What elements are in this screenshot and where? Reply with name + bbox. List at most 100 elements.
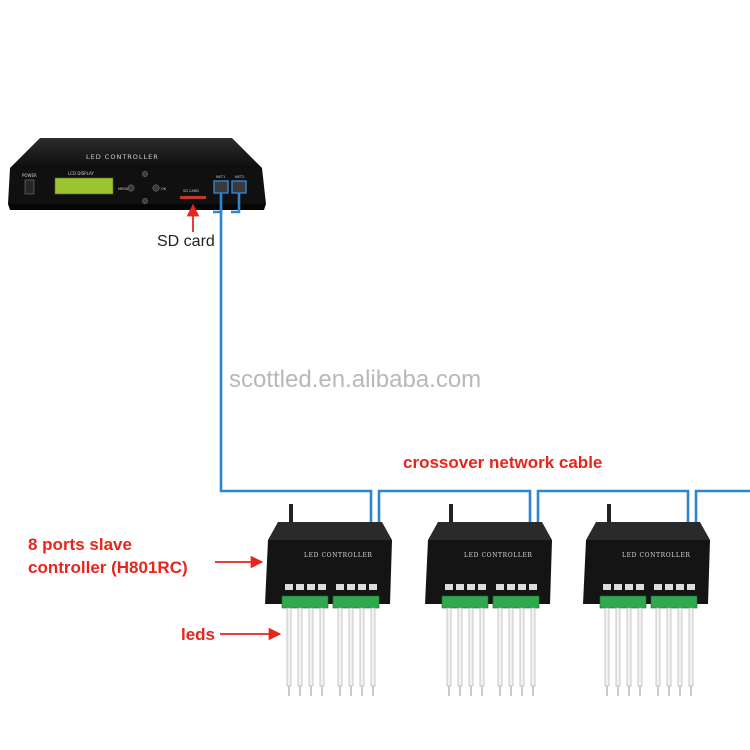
- port-label: [687, 584, 695, 590]
- port-label: [603, 584, 611, 590]
- master-front-face: [8, 168, 266, 204]
- led-strip: [370, 607, 376, 687]
- slave-front-face: [583, 540, 710, 604]
- port-label: [467, 584, 475, 590]
- net2-port: [231, 180, 247, 194]
- led-strip: [468, 607, 474, 687]
- lcd-display-label: LCD DISPLAY: [68, 171, 94, 176]
- lcd-display: [54, 177, 114, 195]
- slave-controller: LED CONTROLLER: [425, 504, 552, 696]
- sd-card-label: SD card: [157, 233, 215, 250]
- led-strip: [497, 607, 503, 687]
- led-strip: [319, 607, 325, 687]
- led-strip: [308, 607, 314, 687]
- master-top-face: [10, 138, 262, 168]
- slave-front-face: [265, 540, 392, 604]
- led-strip: [688, 607, 694, 687]
- power-label: POWER: [22, 173, 37, 178]
- port-label: [636, 584, 644, 590]
- port-label: [358, 584, 366, 590]
- terminal-block: [650, 595, 698, 609]
- slave-label-line-1: 8 ports slave: [28, 535, 132, 554]
- led-strip: [604, 607, 610, 687]
- slave-controller: LED CONTROLLER: [583, 504, 710, 696]
- slave-controllers: LED CONTROLLER LED CONTROLLER LED CONTROLL…: [265, 504, 710, 696]
- led-strip: [637, 607, 643, 687]
- port-label: [336, 584, 344, 590]
- led-strip: [655, 607, 661, 687]
- menu-button: [127, 184, 135, 192]
- port-label: [478, 584, 486, 590]
- led-strip: [337, 607, 343, 687]
- sd-slot-label: SD CARD: [183, 189, 199, 193]
- menu-label: MENU: [118, 187, 129, 191]
- sd-card-slot: [180, 196, 206, 199]
- master-controller: LED CONTROLLER POWER LCD DISPLAY MENU OK…: [8, 138, 266, 210]
- port-label: [285, 584, 293, 590]
- slave-title: LED CONTROLLER: [464, 552, 533, 559]
- led-strip: [615, 607, 621, 687]
- master-title: LED CONTROLLER: [86, 153, 159, 161]
- port-label: [654, 584, 662, 590]
- terminal-block: [281, 595, 329, 609]
- ok-label: OK: [161, 187, 167, 191]
- led-strip: [297, 607, 303, 687]
- cable-slave-2-to-slave-3: [536, 489, 690, 523]
- watermark: scottled.en.alibaba.com: [229, 366, 481, 393]
- port-label: [676, 584, 684, 590]
- led-strip: [457, 607, 463, 687]
- terminal-block: [332, 595, 380, 609]
- port-label: [625, 584, 633, 590]
- port-label: [369, 584, 377, 590]
- port-label: [665, 584, 673, 590]
- terminal-block: [599, 595, 647, 609]
- port-label: [496, 584, 504, 590]
- led-strip: [677, 607, 683, 687]
- terminal-block: [441, 595, 489, 609]
- master-net-cable-2: [231, 193, 241, 214]
- port-label: [529, 584, 537, 590]
- cable-master-to-slave-1: [219, 212, 373, 523]
- led-strip: [508, 607, 514, 687]
- led-strip: [626, 607, 632, 687]
- net1-label: NET1: [216, 175, 225, 179]
- antenna: [289, 504, 293, 524]
- cable-slave-3-to-next: [694, 489, 750, 523]
- port-label: [347, 584, 355, 590]
- slave-controller: LED CONTROLLER: [265, 504, 392, 696]
- network-cables: [213, 193, 750, 523]
- antenna: [449, 504, 453, 524]
- antenna: [607, 504, 611, 524]
- slave-top-face: [586, 522, 710, 540]
- port-label: [445, 584, 453, 590]
- port-label: [614, 584, 622, 590]
- port-label: [296, 584, 304, 590]
- net1-port: [213, 180, 229, 194]
- port-label: [518, 584, 526, 590]
- ok-button: [152, 184, 160, 192]
- led-strip: [359, 607, 365, 687]
- slave-top-face: [268, 522, 392, 540]
- port-label: [507, 584, 515, 590]
- power-switch: [24, 179, 35, 195]
- led-strip: [286, 607, 292, 687]
- port-label: [318, 584, 326, 590]
- master-base: [8, 204, 266, 210]
- annotations: SD card scottled.en.alibaba.com crossove…: [28, 203, 602, 644]
- net2-label: NET2: [235, 175, 244, 179]
- led-strip: [530, 607, 536, 687]
- cable-slave-1-to-slave-2: [377, 489, 532, 523]
- slave-front-face: [425, 540, 552, 604]
- port-label: [456, 584, 464, 590]
- leds-label: leds: [181, 625, 215, 644]
- port-label: [307, 584, 315, 590]
- led-strip: [348, 607, 354, 687]
- led-strip: [446, 607, 452, 687]
- slave-top-face: [428, 522, 552, 540]
- terminal-block: [492, 595, 540, 609]
- led-strip: [479, 607, 485, 687]
- up-button: [142, 171, 148, 177]
- led-strip: [666, 607, 672, 687]
- crossover-cable-label: crossover network cable: [403, 453, 602, 472]
